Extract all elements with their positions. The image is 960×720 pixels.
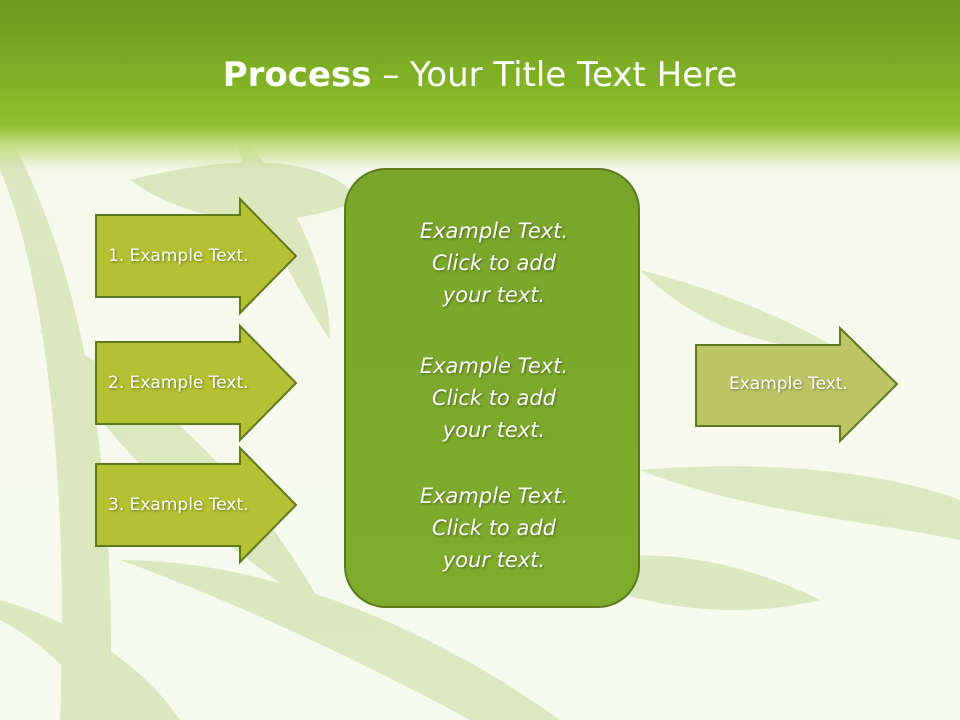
center-text-block-3[interactable]: Example Text. Click to add your text. [346,480,642,576]
title-rest: – Your Title Text Here [371,55,738,95]
center-block-2-line-2: Click to add [431,386,556,410]
center-text-box[interactable]: Example Text. Click to add your text. Ex… [344,168,640,608]
center-block-1-line-2: Click to add [431,251,556,275]
center-block-1-line-3: your text. [442,283,546,307]
right-arrow-label: Example Text. [729,374,848,394]
center-block-1-line-1: Example Text. [419,219,569,243]
left-arrow-3[interactable] [95,445,298,565]
center-text-block-2[interactable]: Example Text. Click to add your text. [346,350,642,446]
left-arrow-3-label: 3. Example Text. [108,495,249,515]
left-arrow-2-label: 2. Example Text. [108,373,249,393]
left-arrow-1[interactable] [95,196,298,316]
title-bold: Process [222,55,372,95]
center-block-3-line-2: Click to add [431,516,556,540]
slide-title[interactable]: Process – Your Title Text Here [0,52,960,98]
title-bar [0,0,960,170]
center-block-2-line-3: your text. [442,418,546,442]
center-text-block-1[interactable]: Example Text. Click to add your text. [346,215,642,311]
left-arrow-2[interactable] [95,323,298,443]
center-block-3-line-1: Example Text. [419,484,569,508]
left-arrow-1-label: 1. Example Text. [108,246,249,266]
center-block-3-line-3: your text. [442,548,546,572]
right-arrow[interactable] [695,325,899,444]
center-block-2-line-1: Example Text. [419,354,569,378]
